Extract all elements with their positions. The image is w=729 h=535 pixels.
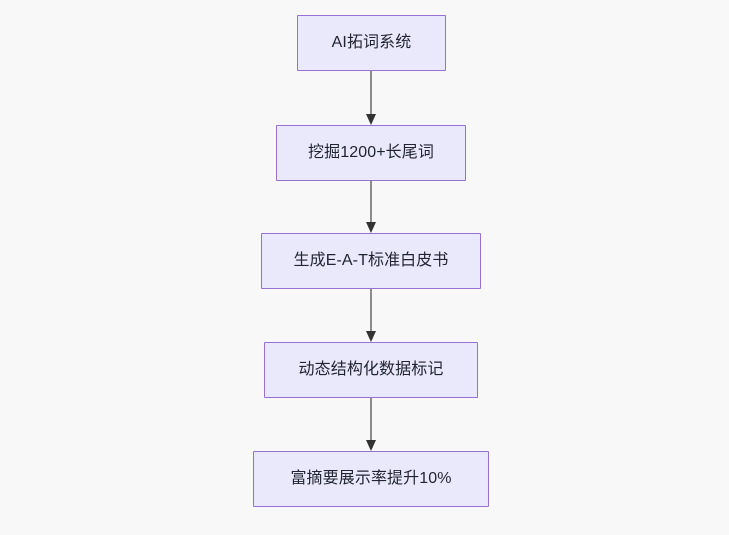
arrowhead-icon xyxy=(366,331,376,342)
flow-node-rich-snippet-rate-increase[interactable]: 富摘要展示率提升10% xyxy=(253,451,489,507)
flow-node-generate-eat-whitepaper[interactable]: 生成E-A-T标准白皮书 xyxy=(261,233,481,289)
flow-node-ai-keyword-system[interactable]: AI拓词系统 xyxy=(297,15,446,71)
arrowhead-icon xyxy=(366,222,376,233)
flow-node-label: AI拓词系统 xyxy=(331,34,412,51)
flow-node-label: 动态结构化数据标记 xyxy=(298,361,444,378)
arrowhead-icon xyxy=(366,114,376,125)
flow-node-mine-longtail-keywords[interactable]: 挖掘1200+长尾词 xyxy=(276,125,466,181)
edge-node2-to-node3 xyxy=(366,181,376,233)
edge-node4-to-node5 xyxy=(366,398,376,451)
flow-node-dynamic-structured-data-markup[interactable]: 动态结构化数据标记 xyxy=(264,342,478,398)
flow-node-label: 生成E-A-T标准白皮书 xyxy=(293,252,449,269)
edge-node3-to-node4 xyxy=(366,289,376,342)
flow-node-label: 挖掘1200+长尾词 xyxy=(308,144,434,161)
edge-node1-to-node2 xyxy=(366,71,376,125)
arrowhead-icon xyxy=(366,440,376,451)
flow-node-label: 富摘要展示率提升10% xyxy=(290,470,452,487)
